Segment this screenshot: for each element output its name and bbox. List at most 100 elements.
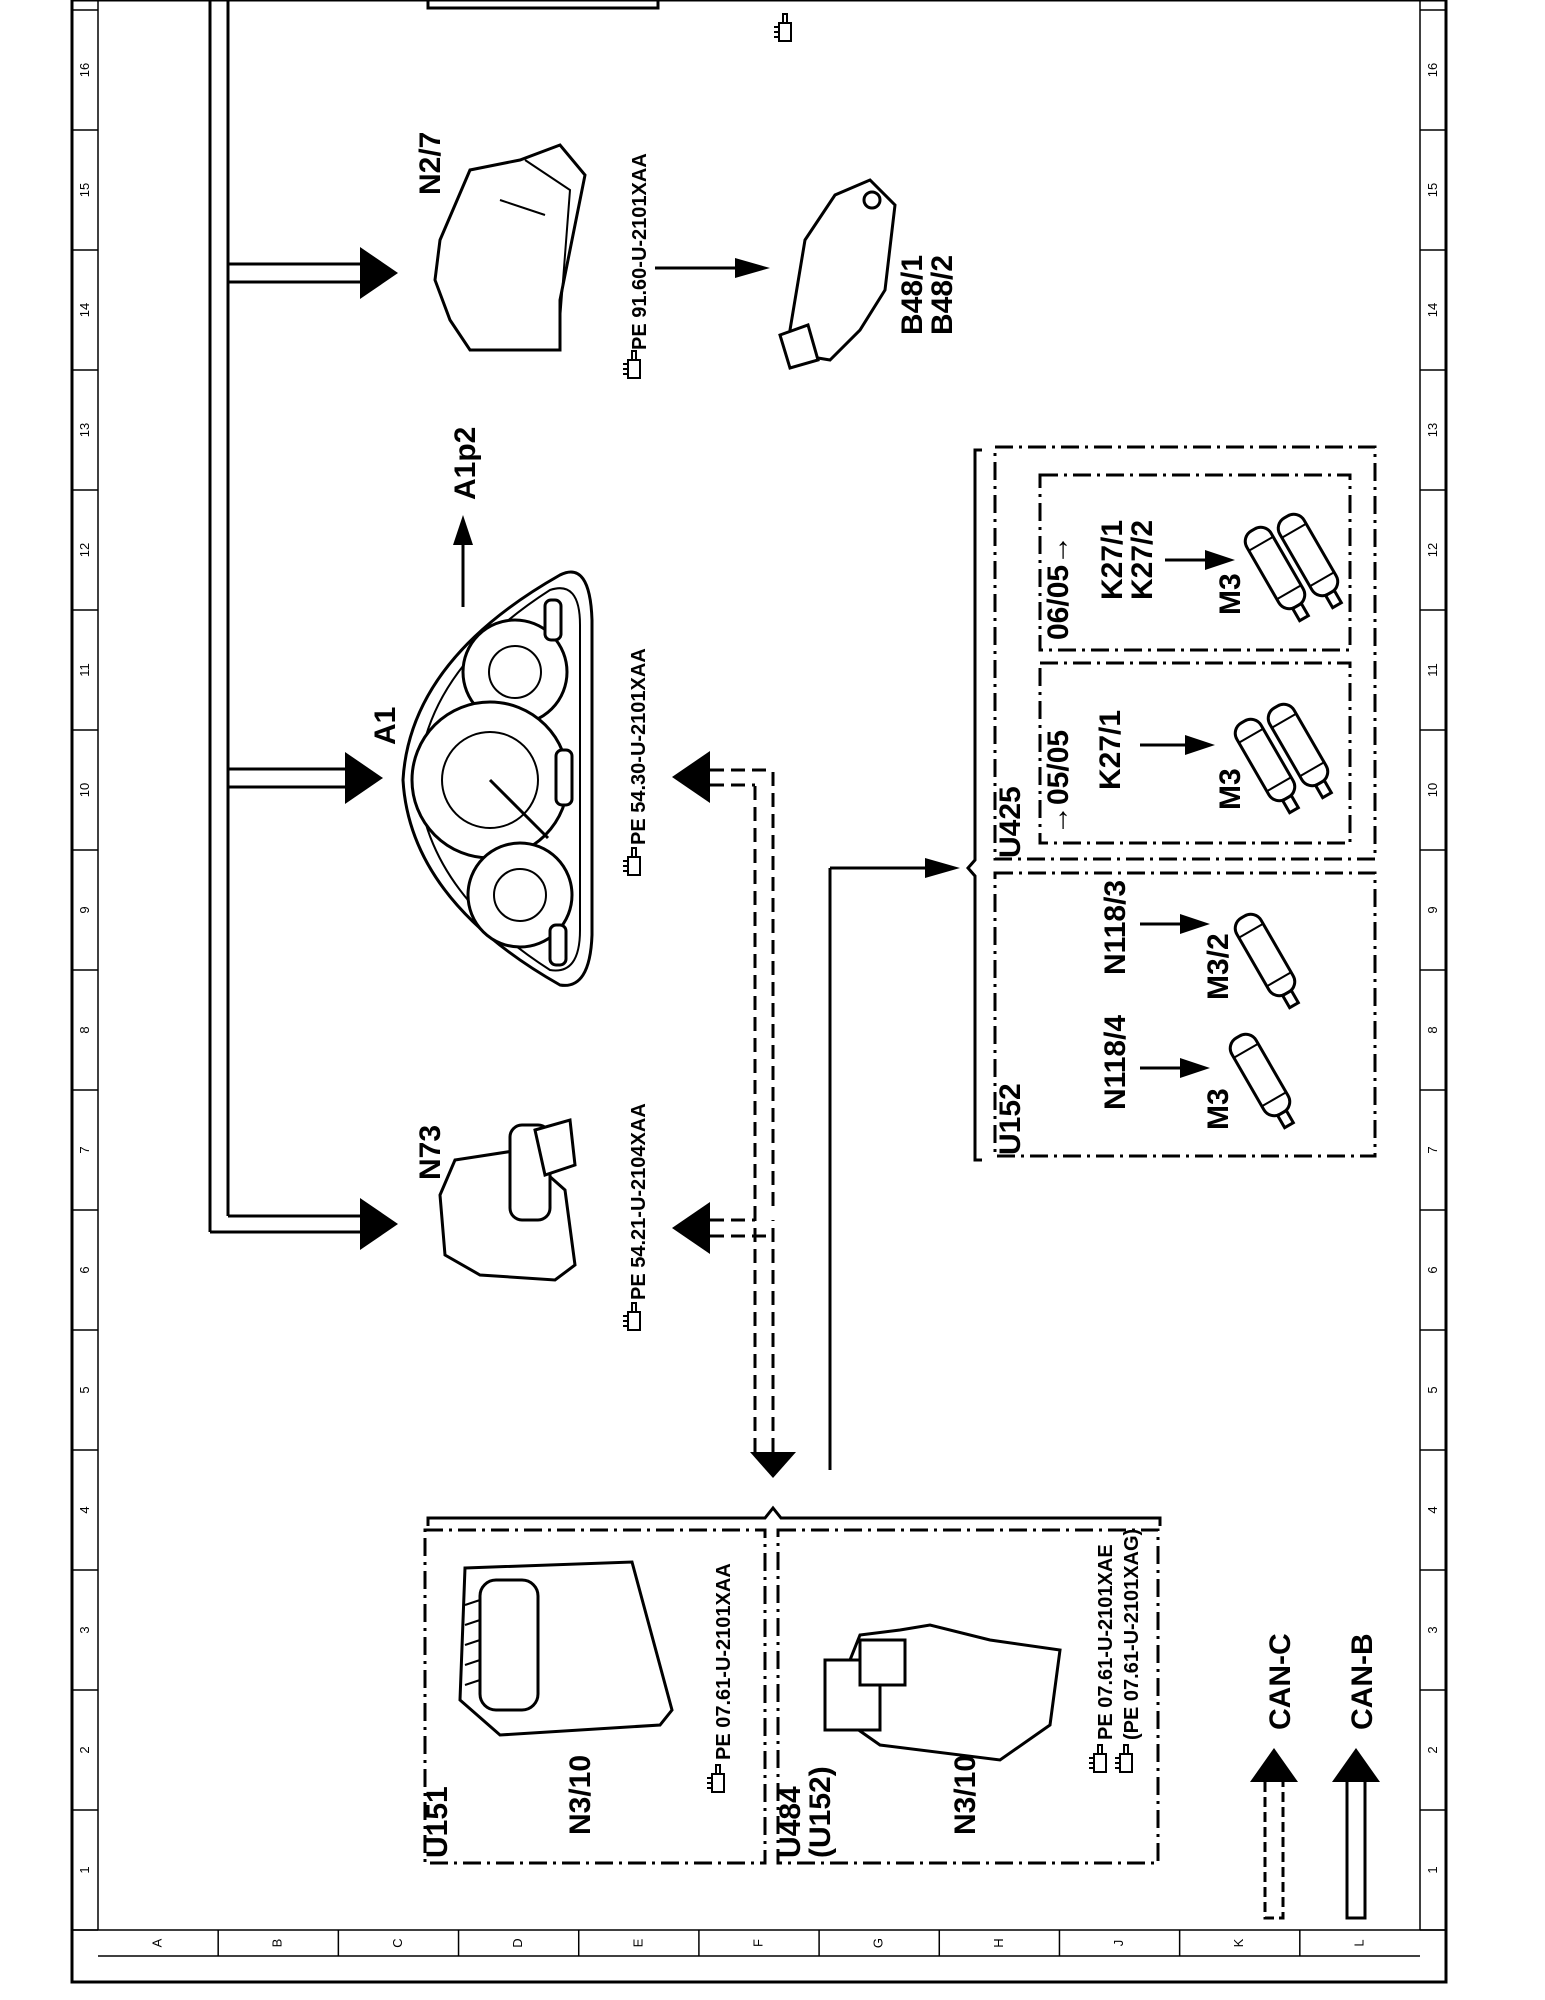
pointing-hand-icon: [622, 1302, 641, 1331]
grid-letter-label: D: [510, 1938, 525, 1947]
pointing-hand-icon: [1114, 1744, 1133, 1773]
pointing-hand-icon: [1088, 1744, 1107, 1773]
u152-code: U152: [994, 1083, 1027, 1155]
u484-reference[interactable]: PE 07.61-U-2101XAE: [1095, 1544, 1117, 1740]
grid-number-label: 14: [77, 303, 92, 317]
grid-number-label: 1: [1425, 1866, 1440, 1873]
a1p2-label: A1p2: [449, 427, 482, 500]
grid-letter-label: L: [1351, 1939, 1366, 1946]
left-gauge-icon: [466, 841, 574, 949]
top-fragment: [426, 0, 792, 42]
signal-line-to-actuators: [828, 858, 960, 1470]
grid-number-label: 6: [1425, 1266, 1440, 1273]
grid-number-label: 9: [77, 906, 92, 913]
pointing-hand-icon: [622, 350, 641, 379]
component-n73-ignition-switch[interactable]: N73 PE 54.21-U-2104XAA: [414, 1103, 650, 1331]
u152-motor-2-label: M3/2: [1202, 933, 1235, 1000]
grid-number-label: 15: [1425, 183, 1440, 197]
can-b-arrow-icon: [1332, 1748, 1380, 1782]
n2-7-detail: [499, 159, 572, 321]
grid-number-label: 10: [1425, 783, 1440, 797]
grid-number-label: 10: [77, 783, 92, 797]
u152-box[interactable]: U152 N118/4 M3 N118/3 M3/2: [994, 880, 1308, 1155]
n118-4-label: N118/4: [1099, 1015, 1132, 1110]
grid-number-label: 2: [77, 1746, 92, 1753]
component-n2-7[interactable]: N2/7 PE 91.60-U-2101XAA: [414, 132, 651, 379]
n118-3-label: N118/3: [1099, 880, 1132, 975]
actuator-group: 06/05→ K27/1 K27/2 M3 →05/05 K27/1 M3 U4…: [966, 445, 1377, 1162]
grid-number-label: 14: [1425, 303, 1440, 317]
b48-2-label: B48/2: [926, 255, 959, 335]
n3-10-label: N3/10: [949, 1755, 982, 1835]
grid-letter-label: B: [270, 1939, 285, 1948]
u425-sub-a-motor-label: M3: [1214, 768, 1247, 810]
u484-alt-reference[interactable]: (PE 07.61-U-2101XAG): [1121, 1529, 1143, 1740]
component-a1-instrument-cluster[interactable]: A1 PE 54.30-U-2101XAA: [369, 570, 650, 987]
b48-mount-hole: [862, 190, 882, 210]
grid-number-label: 1: [77, 1866, 92, 1873]
can-b-arrowheads: [345, 247, 398, 1250]
n73-label: N73: [414, 1125, 447, 1180]
legend: CAN-C CAN-B: [1250, 1633, 1380, 1920]
can-c-arrow-icon: [1250, 1748, 1298, 1782]
pointing-hand-icon: [706, 1764, 725, 1793]
grid-number-label: 4: [77, 1506, 92, 1513]
grid-letter-label: H: [991, 1938, 1006, 1947]
grid-number-label: 4: [1425, 1506, 1440, 1513]
n2-7-reference[interactable]: PE 91.60-U-2101XAA: [629, 153, 651, 350]
grid-letter-label: G: [871, 1938, 886, 1948]
grid-letter-label: K: [1231, 1938, 1246, 1947]
motor-icon: [1229, 908, 1308, 1014]
grid-number-label: 16: [77, 63, 92, 77]
grid-number-label: 13: [1425, 423, 1440, 437]
k27-1-label: K27/1: [1094, 710, 1127, 790]
grid-number-label: 11: [1425, 663, 1440, 677]
u425-code: U425: [994, 786, 1027, 858]
grid-number-label: 5: [77, 1386, 92, 1393]
u484-code: U484: [774, 1786, 807, 1858]
n3-10-group: U151 N3/10 PE 07.61-U-2101XAA U484 (U152…: [421, 1505, 1162, 1865]
n2-7-to-b48-arrow: [655, 258, 770, 278]
can-c-bus: [710, 768, 775, 1452]
grid-letter-label: C: [390, 1938, 405, 1947]
grid-number-label: 5: [1425, 1386, 1440, 1393]
can-c-arrowheads: [672, 751, 796, 1478]
grid-number-label: 15: [77, 183, 92, 197]
grid-number-label: 12: [77, 543, 92, 557]
can-b-bus: [208, 0, 360, 1234]
n2-7-control-unit-icon: [433, 143, 587, 352]
grid-number-label: 3: [77, 1626, 92, 1633]
grid-ticks: [72, 9, 1446, 1956]
b48-connector: [778, 323, 820, 370]
a1-output-arrow: A1p2: [449, 427, 482, 607]
drawing-frame: [70, 0, 1448, 1984]
grid-letter-label: F: [750, 1939, 765, 1947]
a1-reference[interactable]: PE 54.30-U-2101XAA: [628, 648, 650, 845]
grid-number-label: 3: [1425, 1626, 1440, 1633]
legend-can-c: CAN-C: [1250, 1633, 1298, 1920]
k27-1-label: K27/1: [1096, 520, 1129, 600]
can-b-label: CAN-B: [1346, 1633, 1379, 1730]
grid-number-label: 8: [1425, 1026, 1440, 1033]
n2-7-label: N2/7: [414, 132, 447, 195]
u151-reference[interactable]: PE 07.61-U-2101XAA: [713, 1563, 735, 1760]
motor-icon: [1224, 1028, 1303, 1134]
component-b48[interactable]: B48/1 B48/2: [778, 178, 959, 370]
grid-letter-label: A: [150, 1938, 165, 1947]
b48-1-label: B48/1: [896, 255, 929, 335]
grid-number-label: 8: [77, 1026, 92, 1033]
grid-letter-label: E: [630, 1938, 645, 1947]
n3-10-u484[interactable]: U484 (U152) N3/10 PE 07.61-U-2101XAE (PE…: [774, 1529, 1143, 1858]
n73-reference[interactable]: PE 54.21-U-2104XAA: [628, 1103, 650, 1300]
k27-2-label: K27/2: [1126, 520, 1159, 600]
a1-label: A1: [369, 707, 402, 745]
u425-sub-a[interactable]: →05/05 K27/1 M3: [1042, 698, 1341, 835]
u425-sub-b[interactable]: 06/05→ K27/1 K27/2 M3: [1042, 508, 1351, 640]
legend-can-b: CAN-B: [1332, 1633, 1380, 1920]
grid-number-label: 12: [1425, 543, 1440, 557]
n3-10-u151[interactable]: U151 N3/10 PE 07.61-U-2101XAA: [421, 1560, 735, 1858]
grid-number-label: 7: [1425, 1146, 1440, 1153]
grid-number-label: 11: [77, 663, 92, 677]
